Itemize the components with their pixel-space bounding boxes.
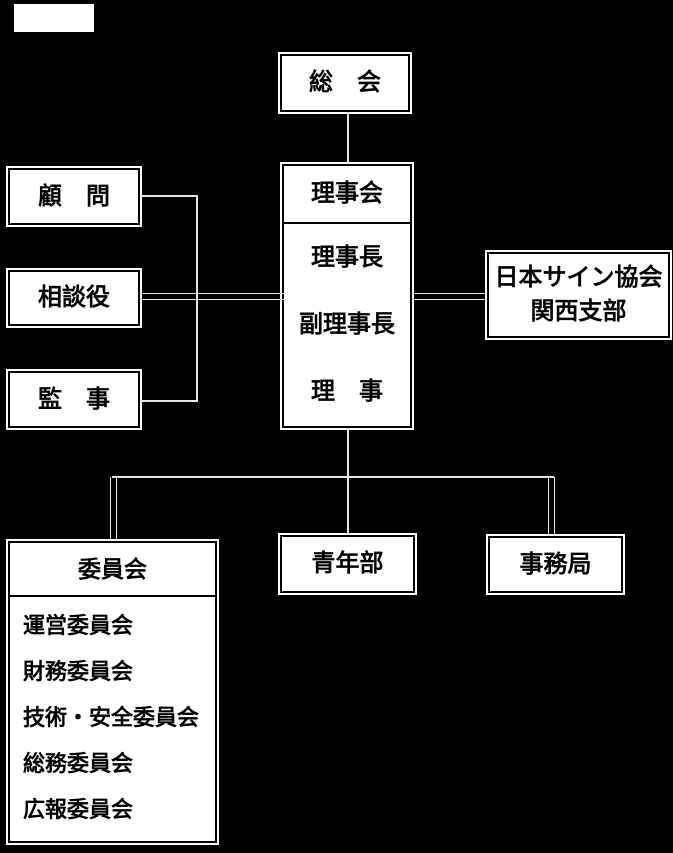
node-affiliate: 日本サイン協会 関西支部: [487, 252, 670, 338]
node-youth-division-label: 青年部: [311, 550, 384, 577]
committee-item-tech-safety: 技術・安全委員会: [23, 705, 200, 730]
connector-distribution-bus: [112, 476, 554, 478]
node-board-header-label: 理事会: [311, 180, 383, 207]
node-secretariat-label: 事務局: [519, 550, 592, 578]
board-member-director: 理 事: [311, 378, 383, 406]
blank-legend-box: [14, 4, 94, 32]
node-counselor-label: 相談役: [38, 284, 110, 311]
node-affiliate-line1: 日本サイン協会: [494, 264, 663, 291]
node-counselor: 相談役: [8, 270, 140, 326]
node-youth-division: 青年部: [280, 535, 415, 593]
board-member-vice-chairman: 副理事長: [299, 310, 395, 338]
connector-left-bus: [196, 195, 198, 402]
node-advisor: 顧 問: [8, 168, 140, 225]
committee-item-finance: 財務委員会: [23, 659, 134, 684]
committee-item-operations: 運営委員会: [23, 613, 134, 638]
connector-drop-youth: [347, 477, 349, 537]
connector-board-down: [347, 428, 349, 477]
connector-advisor: [140, 195, 198, 197]
connector-drop-secretariat: [548, 477, 555, 538]
connector-auditor: [140, 400, 198, 402]
node-general-assembly-label: 総 会: [309, 69, 381, 96]
board-member-chairman: 理事長: [311, 243, 383, 271]
node-affiliate-line2: 関西支部: [530, 298, 627, 325]
connector-counselor-board-double: [140, 293, 284, 300]
node-committee: 委員会 運営委員会 財務委員会 技術・安全委員会 総務委員会 広報委員会: [8, 541, 217, 843]
connector-assembly-board: [347, 112, 349, 164]
node-committee-header-label: 委員会: [78, 555, 147, 582]
connector-drop-committee: [110, 477, 117, 543]
connector-board-affiliate-double: [412, 293, 489, 300]
node-board: 理事会 理事長 副理事長 理 事: [282, 164, 412, 428]
node-auditor: 監 事: [8, 371, 140, 428]
committee-item-pr: 広報委員会: [23, 797, 134, 822]
node-committee-header: 委員会: [10, 543, 215, 597]
node-board-members: 理事長 副理事長 理 事: [284, 224, 410, 426]
node-advisor-label: 顧 問: [38, 182, 110, 210]
node-secretariat: 事務局: [488, 536, 623, 593]
committee-item-general-affairs: 総務委員会: [23, 751, 134, 776]
committee-list: 運営委員会 財務委員会 技術・安全委員会 総務委員会 広報委員会: [10, 597, 215, 841]
node-general-assembly: 総 会: [280, 54, 410, 112]
node-auditor-label: 監 事: [38, 385, 110, 413]
node-board-header: 理事会: [284, 166, 410, 224]
